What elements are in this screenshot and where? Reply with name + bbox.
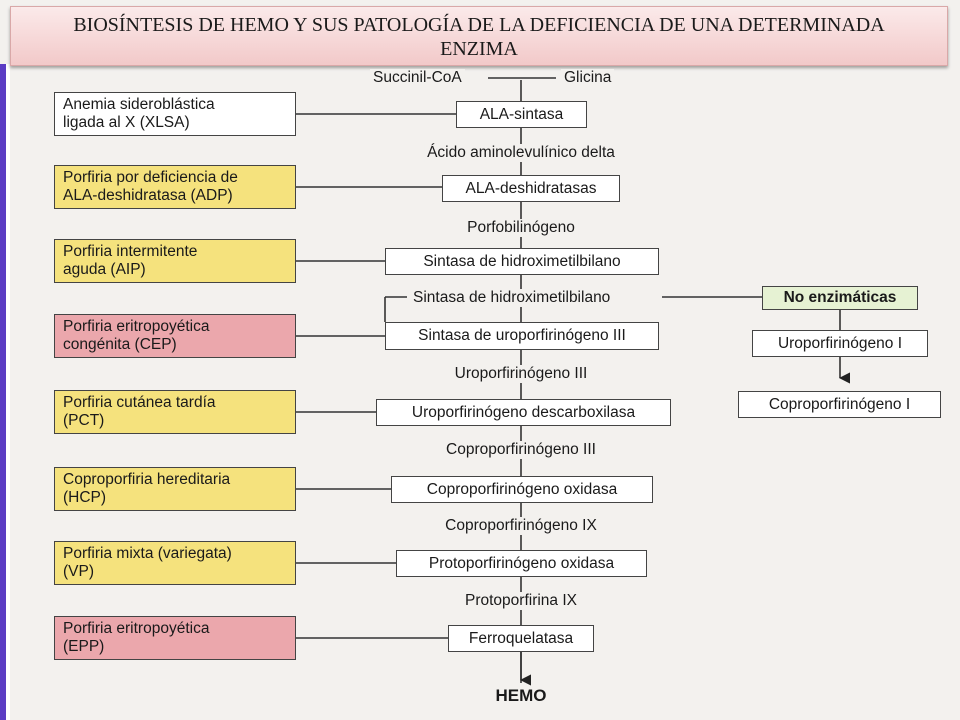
disease-adp-line2: ALA-deshidratasa (ADP) [63,187,233,204]
intermediate-coproporfirinogeno-iii: Coproporfirinógeno III [443,441,599,459]
intermediate-coproporfirinogeno-ix: Coproporfirinógeno IX [442,517,600,535]
title-banner: BIOSÍNTESIS DE HEMO Y SUS PATOLOGÍA DE L… [10,6,948,66]
end-product-hemo: HEMO [492,686,550,706]
enzyme-sintasa-uroporfirinogeno-iii: Sintasa de uroporfirinógeno III [385,322,659,350]
substrate-glicina: Glicina [561,69,615,87]
left-accent-strip [0,64,6,720]
intermediate-protoporfirina-ix: Protoporfirina IX [462,592,580,610]
disease-vp: Porfiria mixta (variegata) (VP) [54,541,296,585]
disease-hcp-line2: (HCP) [63,489,107,506]
disease-cep: Porfiria eritropoyética congénita (CEP) [54,314,296,358]
disease-pct: Porfiria cutánea tardía (PCT) [54,390,296,434]
disease-cep-line2: congénita (CEP) [63,336,177,353]
disease-cep-line1: Porfiria eritropoyética [63,318,210,335]
left-accent-gap [6,64,10,720]
enzyme-coproporfirinogeno-oxidasa: Coproporfirinógeno oxidasa [391,476,653,503]
disease-adp-line1: Porfiria por deficiencia de [63,169,238,186]
disease-epp: Porfiria eritropoyética (EPP) [54,616,296,660]
disease-pct-line1: Porfiria cutánea tardía [63,394,216,411]
disease-xlsa-line1: Anemia sideroblástica [63,96,215,113]
enzyme-ala-deshidratasas: ALA-deshidratasas [442,175,620,202]
intermediate-acido-aminolevulinico: Ácido aminolevulínico delta [424,144,618,162]
disease-pct-line2: (PCT) [63,412,105,429]
disease-vp-line2: (VP) [63,563,94,580]
enzyme-sintasa-hidroximetilbilano: Sintasa de hidroximetilbilano [385,248,659,275]
enzyme-ala-sintasa: ALA-sintasa [456,101,587,128]
disease-adp: Porfiria por deficiencia de ALA-deshidra… [54,165,296,209]
enzyme-protoporfirinogeno-oxidasa: Protoporfirinógeno oxidasa [396,550,647,577]
intermediate-uroporfirinogeno-iii: Uroporfirinógeno III [451,365,591,383]
side-branch-header: No enzimáticas [762,286,918,310]
disease-aip: Porfiria intermitente aguda (AIP) [54,239,296,283]
side-coproporfirinogeno-i: Coproporfirinógeno I [738,391,941,418]
disease-aip-line2: aguda (AIP) [63,261,146,278]
disease-vp-line1: Porfiria mixta (variegata) [63,545,232,562]
enzyme-ferroquelatasa: Ferroquelatasa [448,625,594,652]
disease-xlsa-line2: ligada al X (XLSA) [63,114,190,131]
substrate-succinil-coa: Succinil-CoA [370,69,465,87]
disease-epp-line1: Porfiria eritropoyética [63,620,210,637]
disease-hcp-line1: Coproporfiria hereditaria [63,471,231,488]
side-uroporfirinogeno-i: Uroporfirinógeno I [752,330,928,357]
slide-title: BIOSÍNTESIS DE HEMO Y SUS PATOLOGÍA DE L… [73,14,885,60]
disease-hcp: Coproporfiria hereditaria (HCP) [54,467,296,511]
enzyme-uroporfirinogeno-descarboxilasa: Uroporfirinógeno descarboxilasa [376,399,671,426]
disease-epp-line2: (EPP) [63,638,105,655]
intermediate-hidroximetilbilano: Sintasa de hidroximetilbilano [410,289,614,307]
disease-aip-line1: Porfiria intermitente [63,243,198,260]
intermediate-porfobilinogeno: Porfobilinógeno [464,219,578,237]
disease-xlsa: Anemia sideroblástica ligada al X (XLSA) [54,92,296,136]
